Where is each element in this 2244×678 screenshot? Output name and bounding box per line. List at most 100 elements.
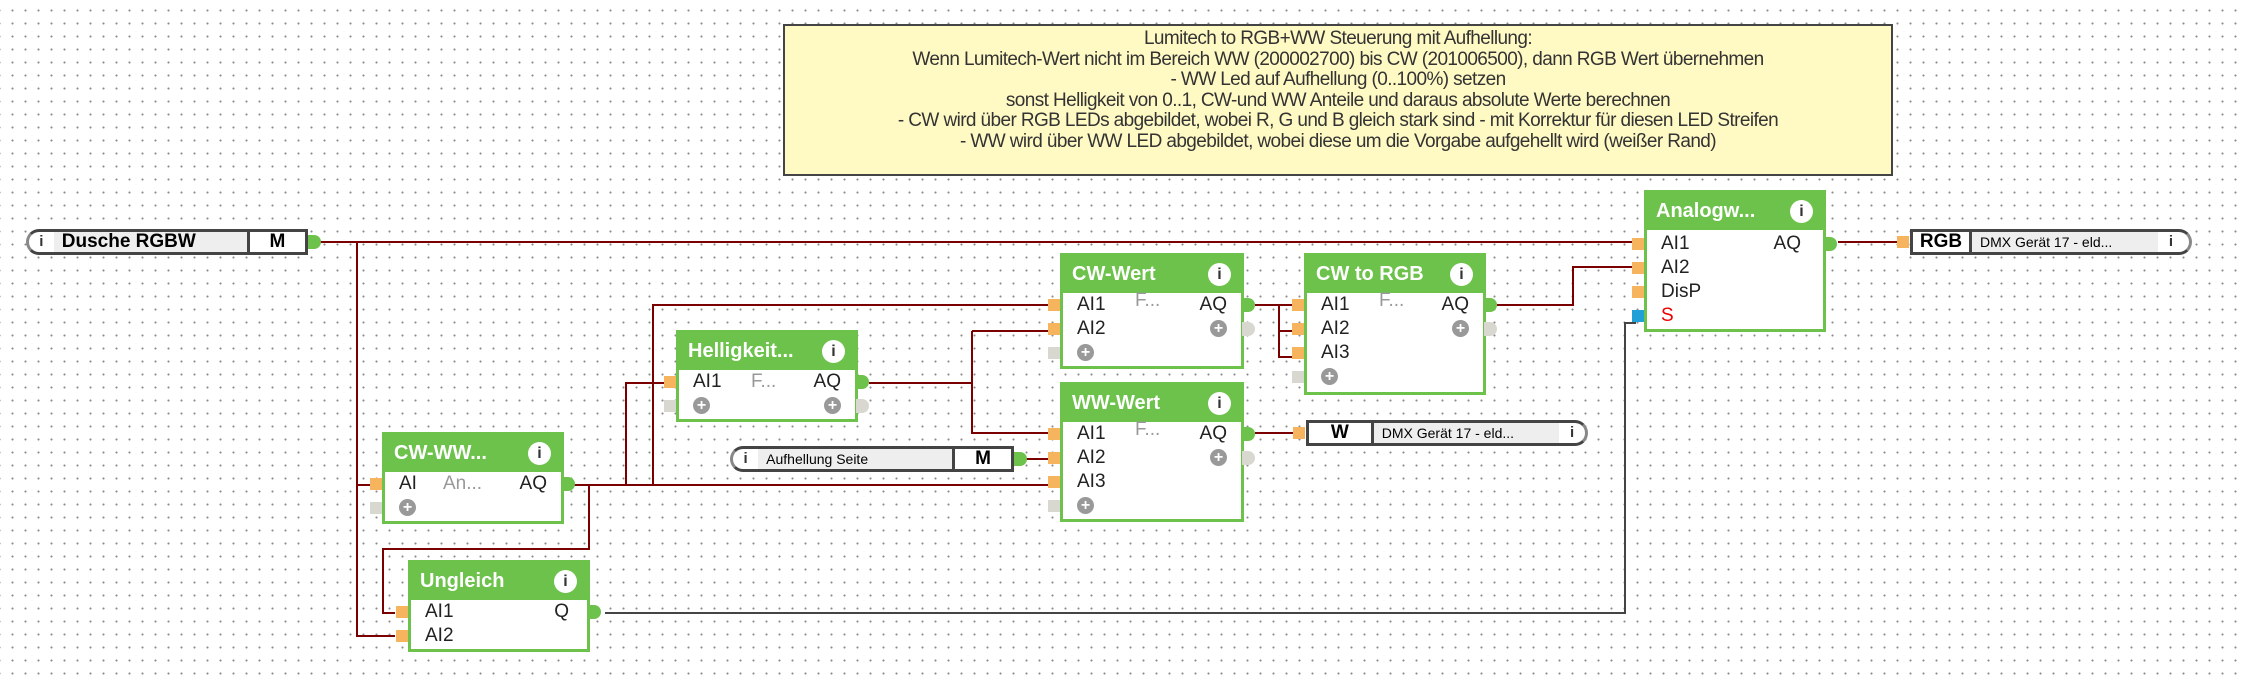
function-label: An... xyxy=(443,473,483,494)
add-input-pin[interactable] xyxy=(1048,347,1060,359)
output-pin[interactable] xyxy=(588,605,601,619)
output-type-tag: RGB xyxy=(1913,232,1969,252)
block-row: AI2 xyxy=(1632,256,1823,280)
add-output-pin[interactable] xyxy=(856,399,869,413)
input-pin[interactable] xyxy=(370,478,382,490)
add-output-pin[interactable] xyxy=(1242,451,1255,465)
block-row: AI An... AQ xyxy=(370,472,575,496)
info-icon[interactable]: i xyxy=(1790,200,1813,223)
output-rgb[interactable]: RGB DMX Gerät 17 - eld... i xyxy=(1897,229,2192,255)
output-pin[interactable] xyxy=(1014,452,1027,466)
add-input-pin[interactable] xyxy=(664,400,676,412)
input-pin[interactable] xyxy=(1048,299,1060,311)
input-pin[interactable] xyxy=(1048,452,1060,464)
input-pin[interactable] xyxy=(396,606,408,618)
info-icon[interactable]: i xyxy=(39,233,44,250)
block-header[interactable]: Analogw...i xyxy=(1647,193,1823,230)
block-header[interactable]: Helligkeit...i xyxy=(679,333,855,370)
add-output-pin[interactable] xyxy=(1484,322,1497,336)
input-label: AI3 xyxy=(1321,342,1350,363)
add-input-icon[interactable]: + xyxy=(1077,497,1094,514)
add-input-icon[interactable]: + xyxy=(1321,368,1338,385)
comment-box[interactable]: Lumitech to RGB+WW Steuerung mit Aufhell… xyxy=(783,24,1893,176)
add-input-icon[interactable]: + xyxy=(693,397,710,414)
output-label: AQ xyxy=(1199,423,1227,444)
output-w[interactable]: W DMX Gerät 17 - eld... i xyxy=(1293,420,1588,446)
block-row: AI2 + xyxy=(1048,446,1255,470)
block-row: + xyxy=(1048,341,1241,365)
comment-line: - WW Led auf Aufhellung (0..100%) setzen xyxy=(1170,69,1506,90)
info-icon[interactable]: i xyxy=(554,570,577,593)
output-pin[interactable] xyxy=(1242,427,1255,441)
separator xyxy=(952,449,955,469)
input-pin[interactable] xyxy=(1897,236,1909,248)
input-pin[interactable] xyxy=(1292,299,1304,311)
block-header[interactable]: CW-WW...i xyxy=(385,435,561,472)
add-input-icon[interactable]: + xyxy=(1077,344,1094,361)
input-label: AI1 xyxy=(425,601,454,622)
info-icon[interactable]: i xyxy=(1450,263,1473,286)
block-cw-ww[interactable]: CW-WW...i AI An... AQ + xyxy=(370,432,575,524)
input-pin[interactable] xyxy=(1632,238,1644,250)
block-helligkeit[interactable]: Helligkeit...i AI1 F... AQ + + xyxy=(664,330,869,422)
block-row: AI1 F... AQ xyxy=(1048,419,1255,446)
add-input-pin[interactable] xyxy=(1048,500,1060,512)
output-label: AQ xyxy=(1441,294,1469,315)
block-header[interactable]: Ungleich i xyxy=(411,563,587,600)
block-title: Ungleich xyxy=(420,570,505,592)
add-input-icon[interactable]: + xyxy=(399,499,416,516)
input-pin[interactable] xyxy=(1048,428,1060,440)
input-pin[interactable] xyxy=(1048,323,1060,335)
info-icon[interactable]: i xyxy=(1569,424,1575,441)
input-pin[interactable] xyxy=(1292,323,1304,335)
input-label: AI1 xyxy=(1077,423,1106,444)
input-aufhellung-seite[interactable]: i Aufhellung Seite M xyxy=(730,446,1027,472)
input-pin[interactable] xyxy=(1632,286,1644,298)
block-analogwert[interactable]: Analogw...i AI1 AQ AI2 DisP S xyxy=(1632,190,1837,332)
input-pin[interactable] xyxy=(1293,427,1305,439)
add-output-icon[interactable]: + xyxy=(1210,320,1227,337)
input-label: AI2 xyxy=(1661,257,1690,278)
input-dusche-rgbw[interactable]: i Dusche RGBW M xyxy=(26,229,321,255)
input-pin[interactable] xyxy=(1048,476,1060,488)
output-pin[interactable] xyxy=(562,477,575,491)
add-input-pin[interactable] xyxy=(1292,371,1304,383)
block-row: + + xyxy=(664,394,869,418)
input-pin[interactable] xyxy=(1292,347,1304,359)
block-row: S xyxy=(1632,304,1823,328)
block-row: AI1 F... AQ xyxy=(1292,290,1497,317)
input-label: AI2 xyxy=(1321,318,1350,339)
block-row: DisP xyxy=(1632,280,1823,304)
input-pin[interactable] xyxy=(1632,262,1644,274)
separator xyxy=(1370,423,1374,443)
output-pin[interactable] xyxy=(1484,298,1497,312)
output-pin[interactable] xyxy=(856,375,869,389)
add-output-icon[interactable]: + xyxy=(1210,449,1227,466)
info-icon[interactable]: i xyxy=(2168,233,2174,250)
info-icon[interactable]: i xyxy=(528,442,551,465)
add-output-icon[interactable]: + xyxy=(1452,320,1469,337)
output-pin[interactable] xyxy=(1242,298,1255,312)
output-pin[interactable] xyxy=(1824,237,1837,251)
add-output-pin[interactable] xyxy=(1242,322,1255,336)
comment-line: Lumitech to RGB+WW Steuerung mit Aufhell… xyxy=(1143,28,1533,49)
input-pin[interactable] xyxy=(664,376,676,388)
input-pin[interactable] xyxy=(396,630,408,642)
input-label: AI1 xyxy=(693,371,722,392)
output-pin[interactable] xyxy=(308,235,321,249)
negated-input-pin[interactable] xyxy=(1632,310,1644,322)
info-icon[interactable]: i xyxy=(1208,263,1231,286)
add-input-pin[interactable] xyxy=(370,502,382,514)
info-icon[interactable]: i xyxy=(743,450,748,467)
block-row: AI2 + xyxy=(1048,317,1255,341)
info-icon[interactable]: i xyxy=(822,340,845,363)
info-icon[interactable]: i xyxy=(1208,392,1231,415)
add-output-icon[interactable]: + xyxy=(824,397,841,414)
